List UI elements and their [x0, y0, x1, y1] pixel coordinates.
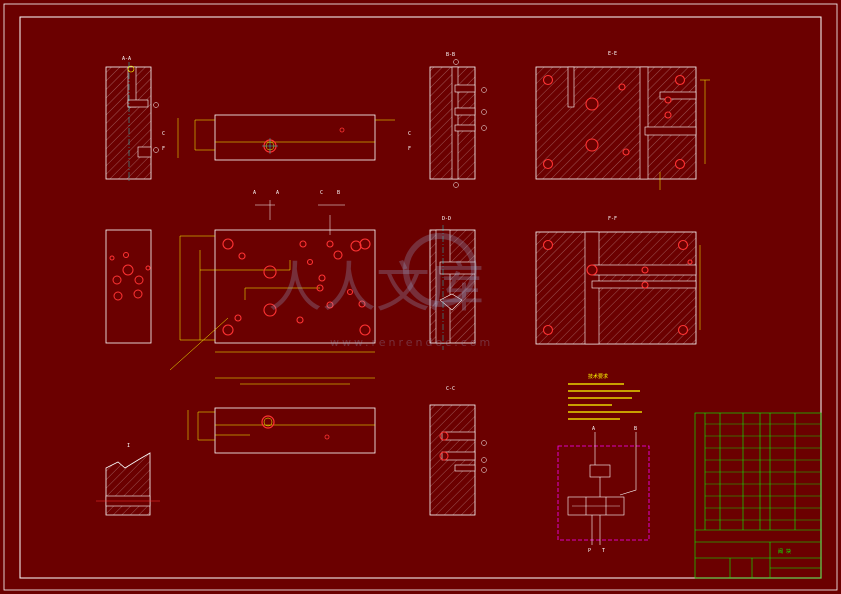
left-side-view [105, 229, 152, 344]
hydraulic-schematic: A B P T [557, 426, 650, 554]
notes-title: 技术要求 [588, 373, 608, 380]
cut-mark-c-right: C [408, 131, 411, 137]
cut-mark-f-left: F [162, 146, 165, 152]
watermark-main: 人人文库 [268, 256, 484, 319]
section-ff-label: F-F [608, 216, 617, 222]
section-cc-view: C-C [429, 386, 487, 516]
technical-notes: 技术要求 [568, 373, 642, 420]
section-dd-label: D-D [442, 216, 451, 222]
inner-frame [19, 16, 822, 579]
cut-mark-a-right: A [276, 190, 279, 196]
section-dd-view: D-D [429, 216, 476, 350]
cut-mark-b-top: B [337, 190, 340, 196]
detail-label: I [127, 443, 130, 449]
title-block [694, 412, 822, 579]
top-view: C F C F [162, 114, 411, 161]
section-bb-label: B-B [446, 52, 455, 58]
cut-mark-f-right: F [408, 146, 411, 152]
section-cc-label: C-C [446, 386, 455, 392]
bottom-view [187, 407, 376, 454]
port-a-label: A [592, 426, 595, 432]
detail-view: I [96, 443, 160, 516]
main-front-view: A A C B [169, 190, 376, 385]
section-bb-view: B-B [429, 52, 487, 188]
section-ff-view: F-F [535, 216, 701, 345]
cut-mark-a-left: A [253, 190, 256, 196]
cut-mark-c-top: C [320, 190, 323, 196]
port-b-label: B [634, 426, 637, 432]
watermark: 人人文库 www.renrendoc.com [268, 233, 493, 349]
title-block-rows [705, 423, 821, 521]
port-t-label: T [602, 548, 605, 554]
section-aa-label: A-A [122, 56, 131, 62]
section-aa-view: A-A [105, 56, 159, 182]
watermark-sub: www.renrendoc.com [330, 336, 493, 349]
part-name: 阀 块 [778, 548, 791, 555]
section-ee-label: E-E [608, 51, 617, 57]
port-p-label: P [588, 548, 591, 554]
cut-mark-c-left: C [162, 131, 165, 137]
outer-frame [3, 3, 838, 591]
section-ee-view: E-E [535, 51, 710, 190]
